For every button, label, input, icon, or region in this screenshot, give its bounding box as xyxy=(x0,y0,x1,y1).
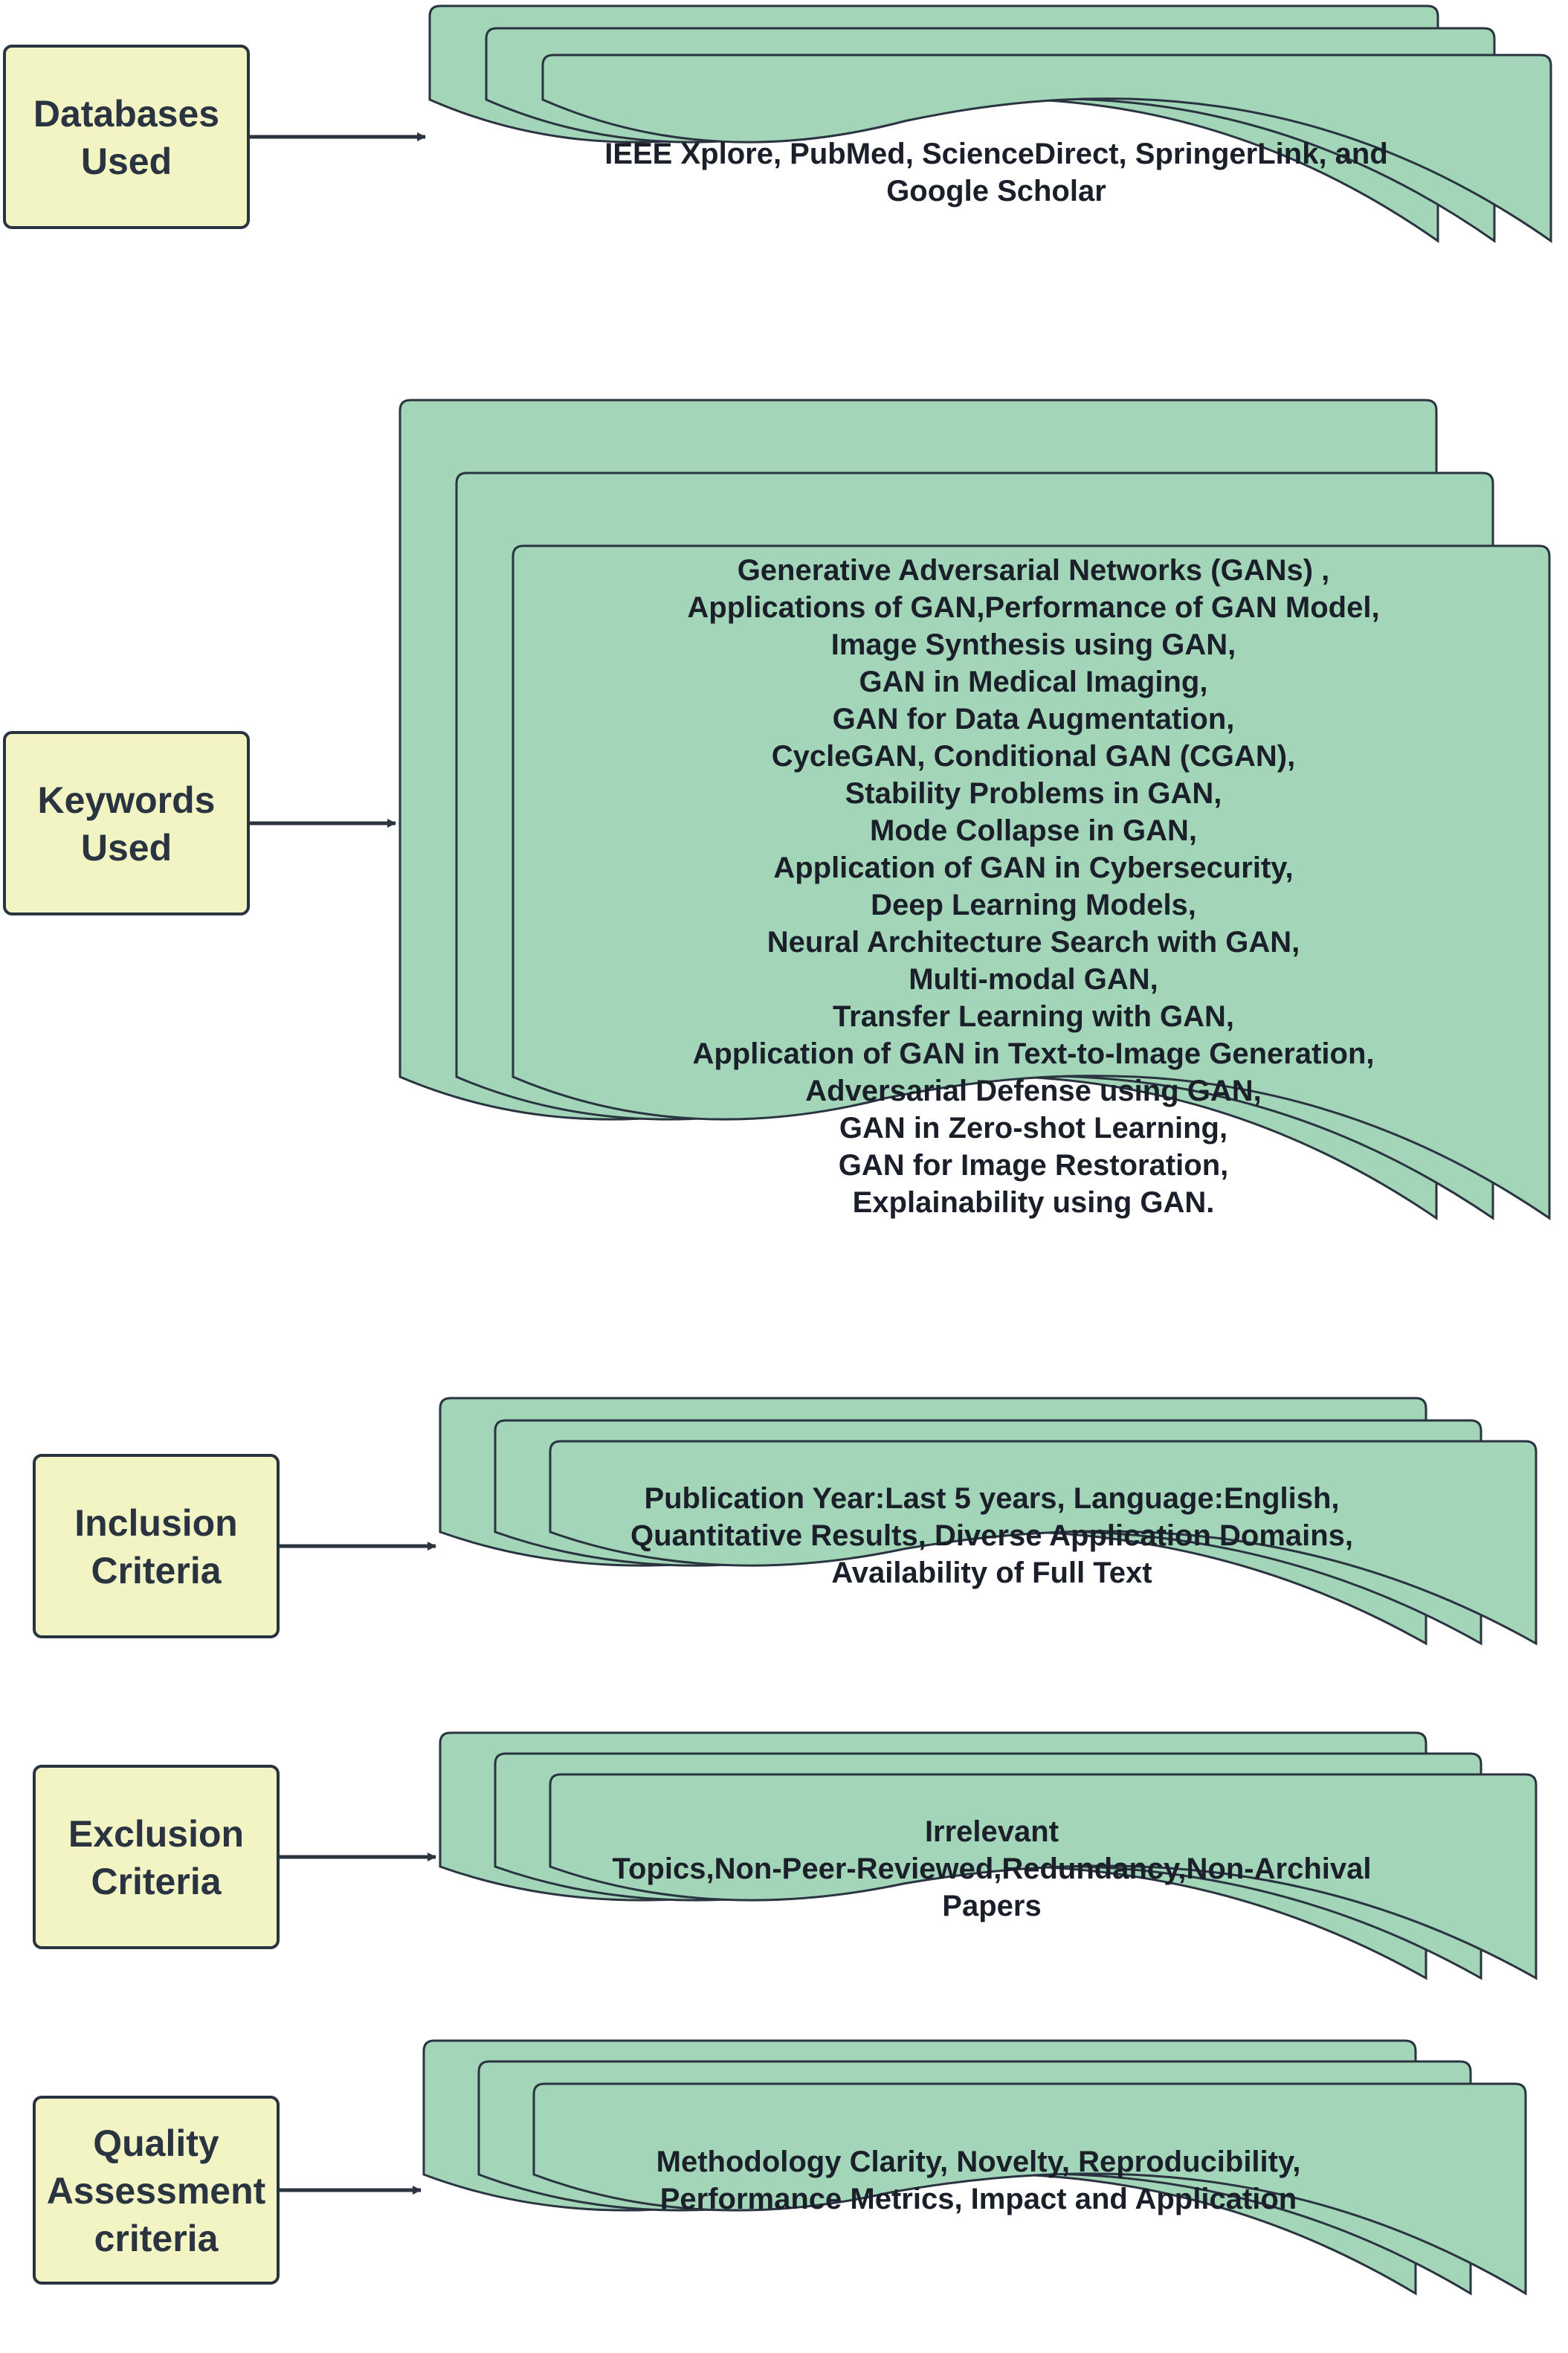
label-box xyxy=(33,1454,280,1638)
document-text-line: Mode Collapse in GAN, xyxy=(870,814,1197,847)
document-card-front xyxy=(549,1440,1538,1646)
document-text-line: Multi-modal GAN, xyxy=(909,963,1158,996)
label-box xyxy=(3,731,250,915)
label-line: Assessment xyxy=(47,2170,266,2212)
document-text-line: Application of GAN in Cybersecurity, xyxy=(773,852,1293,884)
document-text-line: Adversarial Defense using GAN, xyxy=(805,1075,1262,1107)
document-card-front xyxy=(532,2082,1527,2296)
label-line: Used xyxy=(81,827,172,869)
label-line: Criteria xyxy=(91,1861,222,1902)
document-text-line: Google Scholar xyxy=(886,175,1106,207)
document-text-line: Generative Adversarial Networks (GANs) , xyxy=(738,554,1330,587)
document-text-line: Irrelevant xyxy=(925,1815,1059,1848)
document-text-line: GAN for Data Augmentation, xyxy=(833,703,1235,735)
document-text: Methodology Clarity, Novelty, Reproducib… xyxy=(656,2146,1301,2215)
document-text: Generative Adversarial Networks (GANs) ,… xyxy=(687,554,1379,1219)
document-text-line: Performance Metrics, Impact and Applicat… xyxy=(660,2183,1297,2215)
label-line: Exclusion xyxy=(68,1813,244,1855)
document-text-line: Application of GAN in Text-to-Image Gene… xyxy=(692,1037,1374,1070)
document-text-line: GAN in Medical Imaging, xyxy=(859,666,1208,698)
label-line: Used xyxy=(81,141,172,182)
document-text-line: Stability Problems in GAN, xyxy=(845,777,1222,810)
document-text-line: CycleGAN, Conditional GAN (CGAN), xyxy=(772,740,1295,773)
document-text: IEEE Xplore, PubMed, ScienceDirect, Spri… xyxy=(604,138,1388,207)
label-line: Keywords xyxy=(38,779,216,821)
document-text-line: IEEE Xplore, PubMed, ScienceDirect, Spri… xyxy=(604,138,1388,170)
document-text-line: Applications of GAN,Performance of GAN M… xyxy=(687,591,1379,624)
document-text-line: Availability of Full Text xyxy=(831,1557,1152,1589)
document-text-line: GAN for Image Restoration, xyxy=(839,1149,1229,1182)
document-text-line: Topics,Non-Peer-Reviewed,Redundancy,Non-… xyxy=(613,1853,1372,1885)
label-box xyxy=(3,45,250,229)
document-text-line: Methodology Clarity, Novelty, Reproducib… xyxy=(656,2146,1301,2178)
document-text-line: Transfer Learning with GAN, xyxy=(833,1000,1234,1033)
document-text-line: Explainability using GAN. xyxy=(853,1186,1215,1219)
document-text-line: Image Synthesis using GAN, xyxy=(831,628,1236,661)
document-card-front xyxy=(512,544,1551,1220)
label-line: Criteria xyxy=(91,1550,222,1591)
document-text-line: GAN in Zero-shot Learning, xyxy=(839,1112,1227,1145)
label-box xyxy=(33,1765,280,1949)
label-line: Inclusion xyxy=(74,1502,237,1544)
label-line: Databases xyxy=(33,93,219,135)
document-card-front xyxy=(541,54,1552,243)
document-text-line: Deep Learning Models, xyxy=(871,889,1196,921)
document-text: Publication Year:Last 5 years, Language:… xyxy=(630,1482,1353,1589)
label-line: Quality xyxy=(93,2122,219,2164)
document-text-line: Publication Year:Last 5 years, Language:… xyxy=(644,1482,1339,1515)
document-text-line: Quantitative Results, Diverse Applicatio… xyxy=(630,1519,1353,1552)
document-text-line: Papers xyxy=(942,1890,1041,1922)
label-line: criteria xyxy=(94,2218,219,2259)
document-text-line: Neural Architecture Search with GAN, xyxy=(767,926,1300,959)
document-card-front xyxy=(549,1773,1538,1980)
